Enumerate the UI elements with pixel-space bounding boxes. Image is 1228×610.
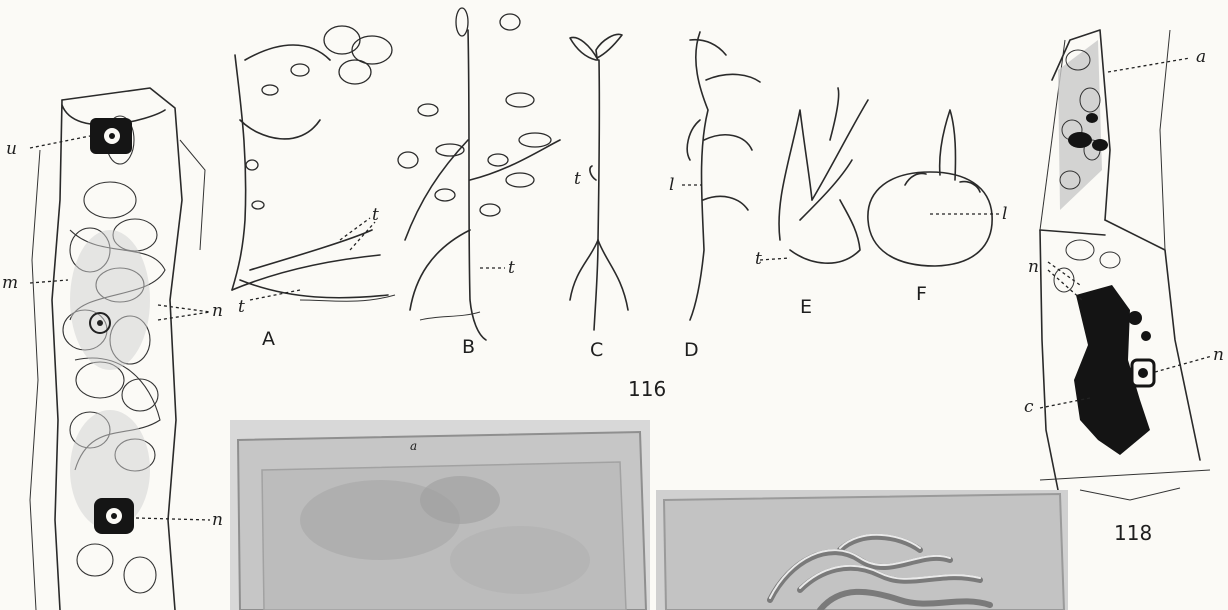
panel-letter-F: F	[916, 283, 927, 305]
right-label-n-upper: n	[1028, 257, 1039, 277]
specimen-E	[760, 88, 868, 263]
right-cell-figure	[1040, 30, 1212, 500]
figure-number-118: 118	[1114, 521, 1152, 545]
left-label-m: m	[2, 273, 18, 293]
specimen-A	[232, 26, 395, 301]
specimen-B	[398, 8, 560, 340]
right-label-a: a	[1196, 47, 1206, 67]
specimen-F	[868, 110, 1000, 266]
left-label-n-upper: n	[212, 301, 223, 321]
left-cell-figure	[30, 88, 210, 610]
panel-letter-C: C	[590, 339, 603, 361]
panel-letter-B: B	[462, 336, 475, 358]
C-label-t: t	[574, 169, 581, 189]
left-label-n-lower: n	[212, 510, 223, 530]
bottom-photo-label-a: a	[410, 439, 417, 453]
E-label-t: t	[755, 249, 762, 269]
panel-letter-A: A	[262, 328, 275, 350]
D-label-l: l	[669, 175, 674, 195]
F-label-l: l	[1002, 204, 1007, 224]
panel-letter-E: E	[800, 296, 812, 318]
right-label-n-lower: n	[1213, 345, 1224, 365]
A-label-t-lower: t	[238, 297, 245, 317]
A-label-t-upper: t	[372, 205, 379, 225]
specimen-D	[682, 32, 760, 320]
right-label-c: c	[1024, 397, 1034, 417]
B-label-t: t	[508, 258, 515, 278]
bottom-right-micrograph	[656, 490, 1068, 610]
left-label-u: u	[6, 139, 17, 159]
panel-letter-D: D	[684, 339, 699, 361]
bottom-left-micrograph	[230, 420, 650, 610]
figure-number-116: 116	[628, 377, 666, 401]
